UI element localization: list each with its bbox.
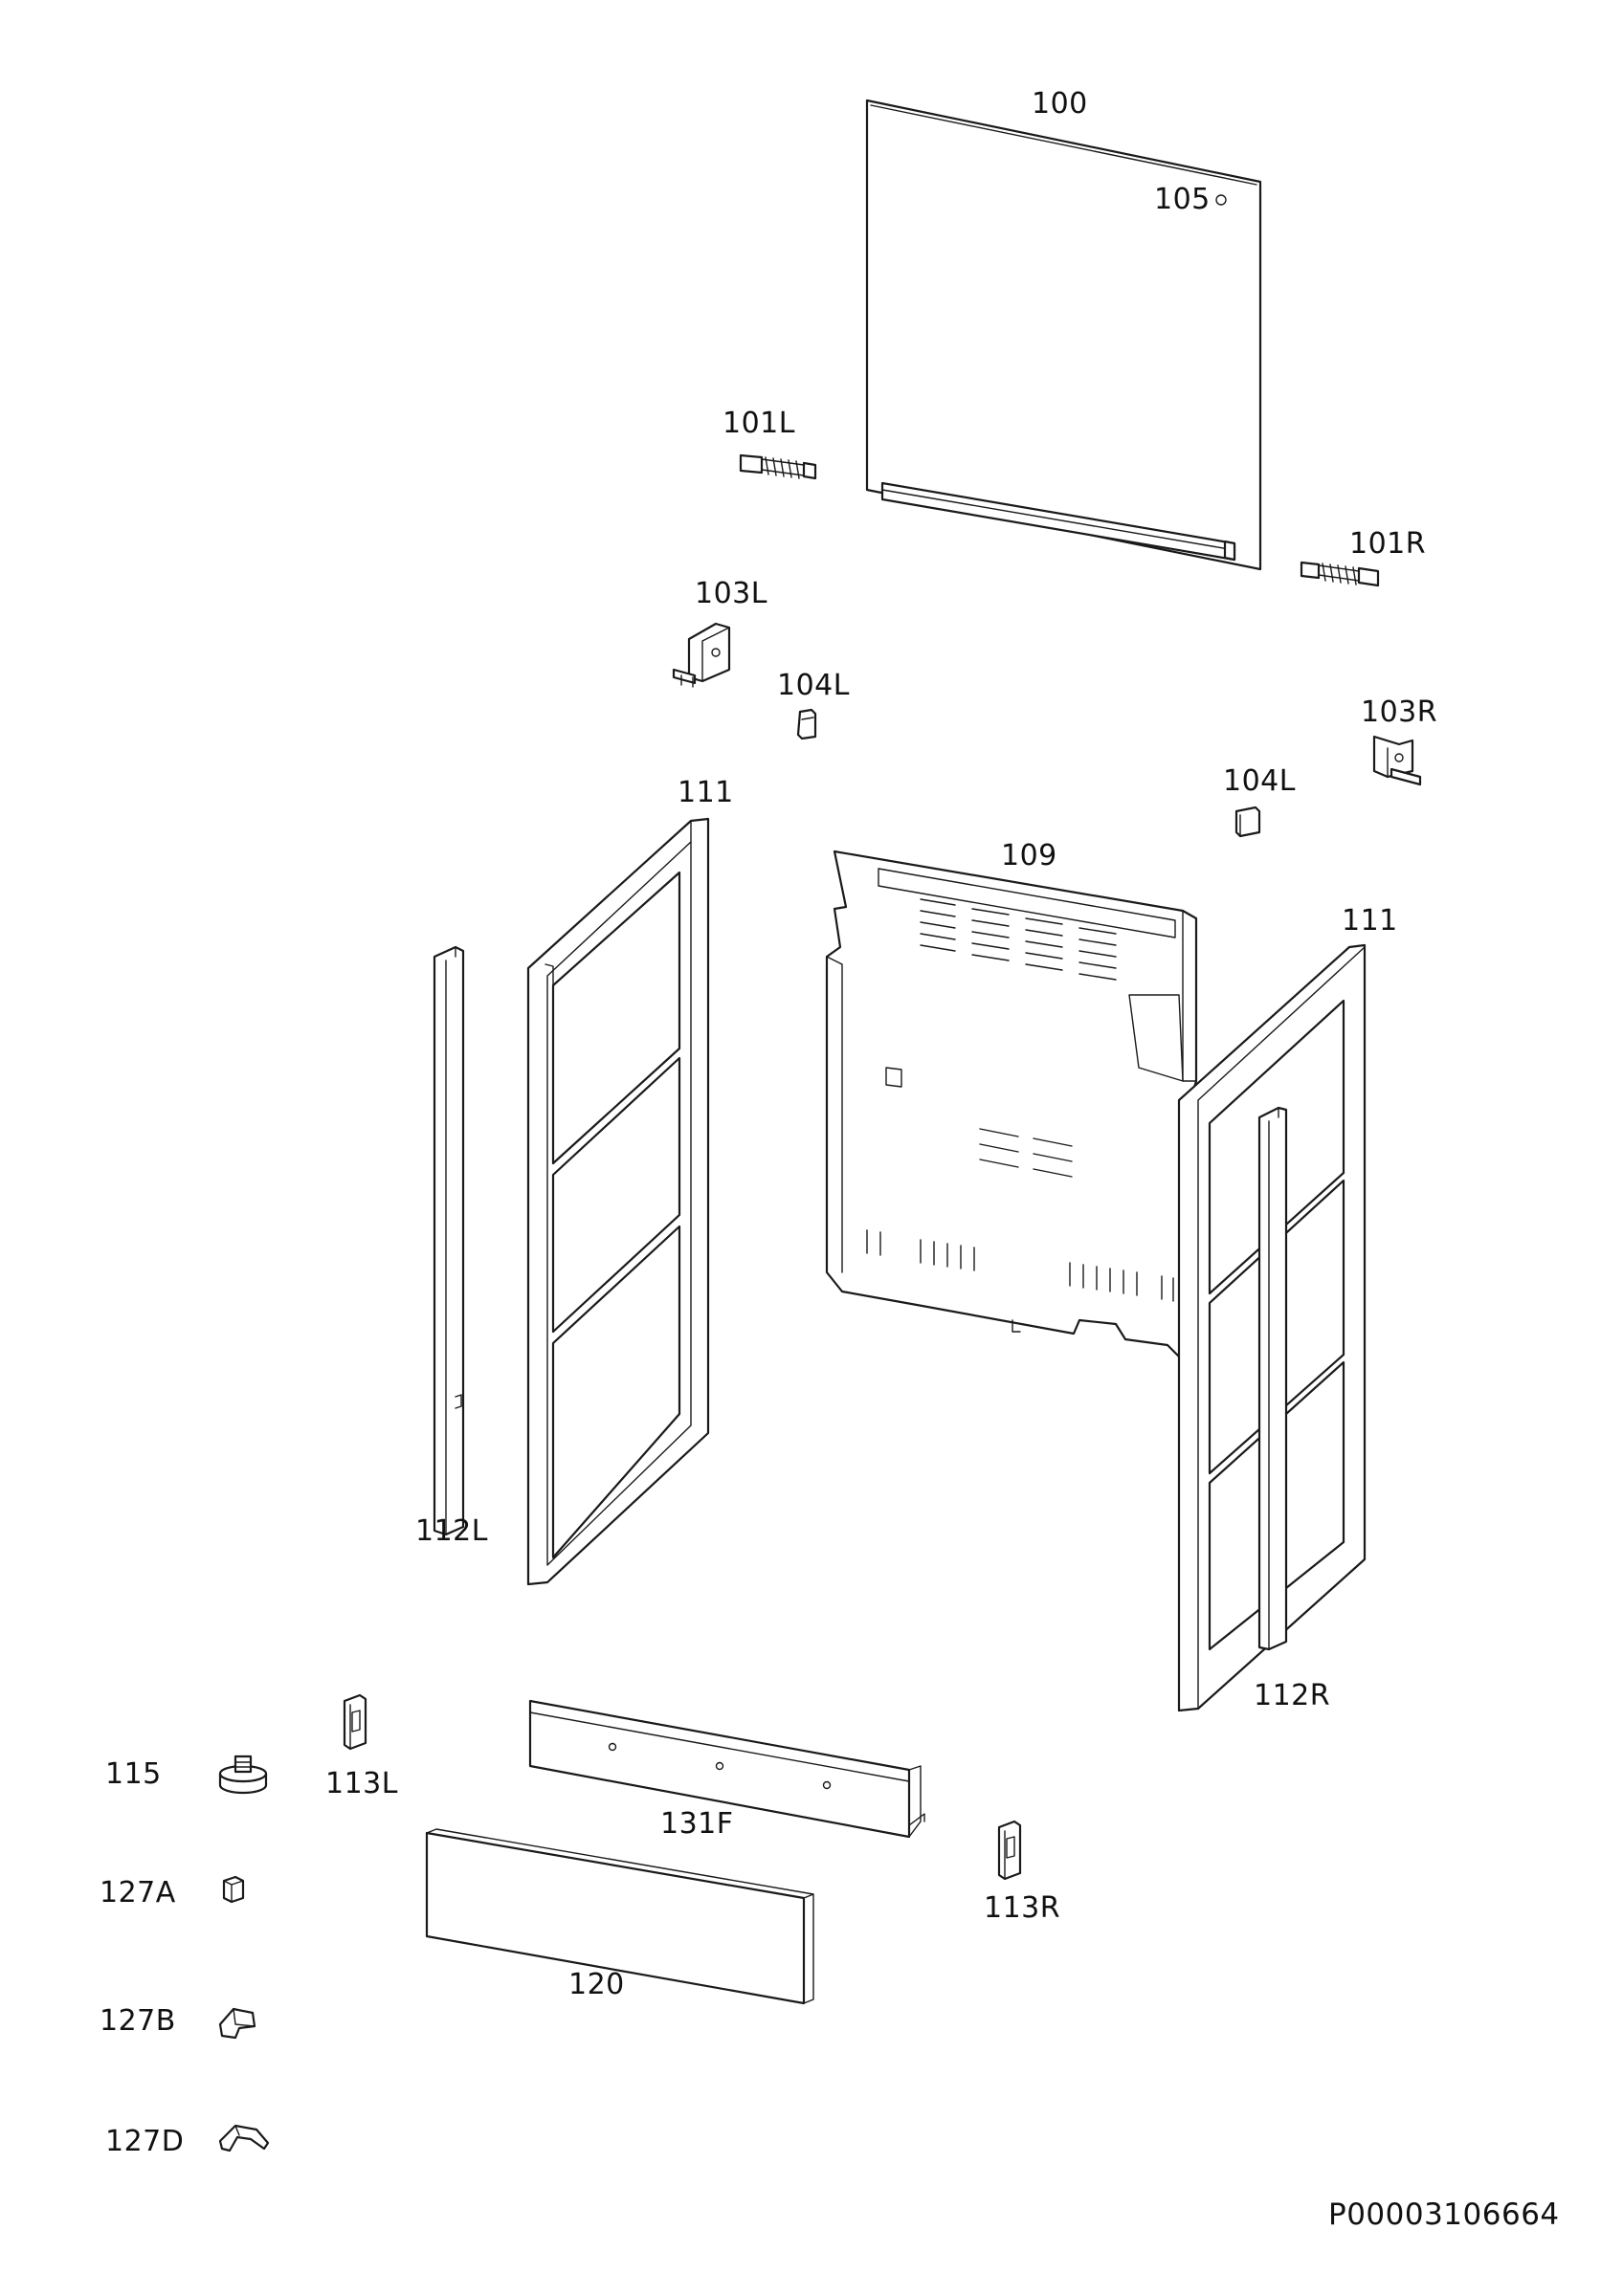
label-111-right: 111 (1342, 904, 1398, 938)
label-104L-left: 104L (777, 669, 850, 702)
part-109-back-panel (825, 850, 1198, 1362)
label-113R: 113R (984, 1891, 1061, 1925)
part-131F-front-profile (528, 1699, 925, 1839)
label-115: 115 (105, 1757, 162, 1791)
label-109: 109 (1001, 839, 1057, 872)
part-103R-hinge-bracket (1372, 735, 1422, 786)
part-113L-latch-left (343, 1693, 367, 1751)
label-104L-right: 104L (1223, 764, 1296, 798)
part-112L-rail-left (433, 945, 465, 1536)
part-120-front-plinth (425, 1828, 814, 2005)
part-100-glass-panel (865, 99, 1262, 571)
label-101R: 101R (1349, 527, 1427, 561)
part-101L-hinge-spring (739, 453, 817, 480)
part-115-adjustable-foot (218, 1755, 268, 1795)
label-112R: 112R (1254, 1679, 1331, 1712)
part-113R-latch-right (997, 1820, 1022, 1881)
label-100: 100 (1032, 87, 1088, 121)
label-101L: 101L (723, 407, 795, 440)
label-103L: 103L (695, 577, 767, 610)
label-127D: 127D (105, 2125, 185, 2158)
label-103R: 103R (1361, 695, 1438, 729)
document-code: P00003106664 (1328, 2197, 1560, 2232)
part-111-side-frame-left (526, 817, 710, 1586)
part-103L-hinge-bracket (672, 622, 731, 688)
label-120: 120 (568, 1968, 625, 2001)
part-104L-clip-left (796, 708, 817, 740)
label-131F: 131F (660, 1807, 734, 1841)
label-127A: 127A (100, 1876, 176, 1910)
label-105: 105 (1154, 183, 1211, 216)
part-104L-clip-right (1234, 806, 1261, 838)
label-112L: 112L (415, 1514, 488, 1548)
part-101R-hinge-spring (1300, 561, 1380, 587)
label-113L: 113L (325, 1767, 398, 1800)
part-112R-rail-right (1257, 1106, 1288, 1651)
part-127D-clip (218, 2124, 270, 2152)
part-127A-small-block (222, 1875, 245, 1904)
part-127B-clip (218, 2007, 256, 2040)
label-127B: 127B (100, 2004, 176, 2038)
label-111-left: 111 (678, 776, 734, 809)
